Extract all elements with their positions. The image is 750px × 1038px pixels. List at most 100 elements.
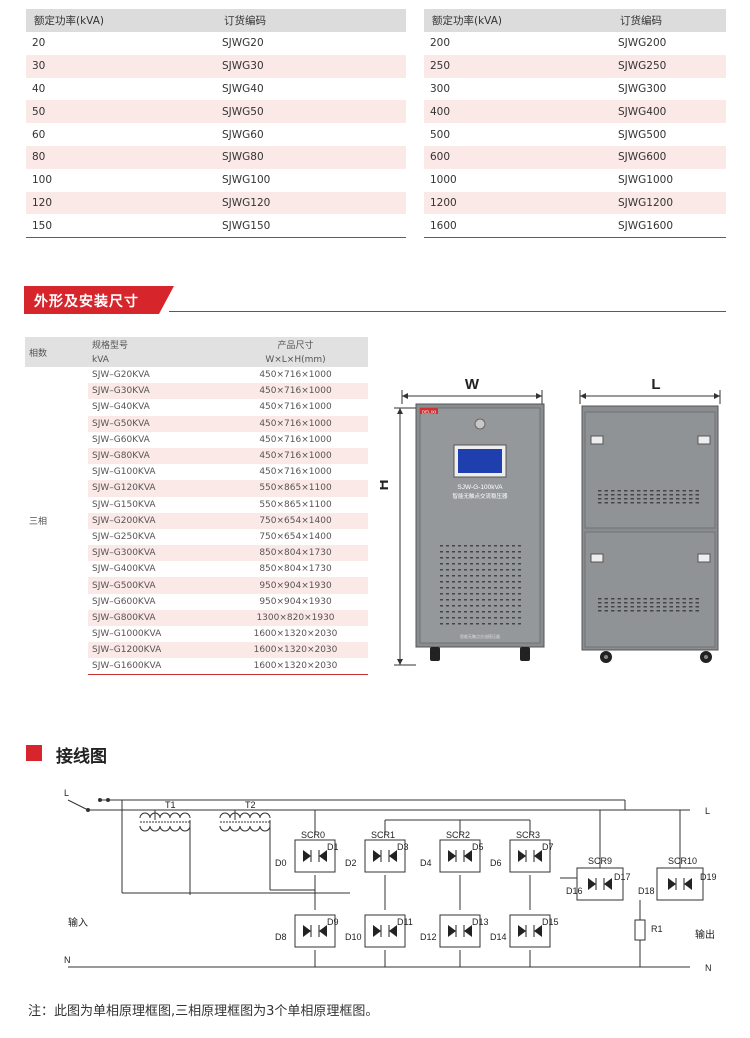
diode-label: D5 bbox=[472, 842, 484, 852]
input-label: 输入 bbox=[68, 916, 88, 929]
cell-size: 450×716×1000 bbox=[223, 415, 368, 432]
cell-model: SJW–G40KVA bbox=[88, 399, 223, 416]
cell-code: SJWG600 bbox=[612, 145, 726, 169]
column-header-power: 额定功率(kVA) bbox=[26, 9, 216, 32]
diode-label: D12 bbox=[420, 932, 437, 942]
wiring-diagram: T1 T2 SCR0D1D0D9D8SCR1D3D2D11D10SCR2D5D4… bbox=[64, 788, 717, 973]
cell-power: 20 bbox=[32, 37, 46, 50]
diode-label: D19 bbox=[700, 872, 717, 882]
cabinet-drawing: W H DELIXI SJW-G-100kVA 智能无触点交流稳压器 智能无触点… bbox=[380, 376, 721, 666]
thyristor-module bbox=[294, 839, 336, 873]
diode-label: D6 bbox=[490, 858, 502, 868]
cell-size: 450×716×1000 bbox=[223, 431, 368, 448]
column-header-size: 产品尺寸 bbox=[223, 337, 368, 352]
handle-icon bbox=[697, 553, 711, 563]
caster-wheel-icon bbox=[520, 647, 530, 661]
cell-model: SJW–G1000KVA bbox=[88, 626, 223, 643]
cell-size: 950×904×1930 bbox=[223, 593, 368, 610]
l-output-label: L bbox=[705, 806, 710, 816]
cell-power: 1000 bbox=[430, 174, 457, 187]
scr-label: SCR1 bbox=[371, 830, 395, 840]
section-bullet-icon bbox=[26, 745, 42, 761]
table-header-row: kVA W×L×H(mm) bbox=[25, 352, 368, 367]
diode-label: D7 bbox=[542, 842, 554, 852]
section-header-tab bbox=[24, 286, 174, 314]
table-header-row: 额定功率(kVA) 订货编码 bbox=[424, 9, 726, 32]
cell-model: SJW–G500KVA bbox=[88, 577, 223, 594]
l-input-label: L bbox=[64, 788, 69, 798]
cell-phase: 三相 bbox=[25, 367, 88, 675]
diode-label: D14 bbox=[490, 932, 507, 942]
transformer-label-t2: T2 bbox=[245, 800, 256, 810]
cell-code: SJWG300 bbox=[618, 82, 667, 95]
cell-size: 450×716×1000 bbox=[223, 367, 368, 384]
cell-model: SJW–G120KVA bbox=[88, 480, 223, 497]
brand-logo: DELIXI bbox=[422, 410, 436, 415]
thyristor-module bbox=[509, 839, 551, 873]
diode-label: D3 bbox=[397, 842, 409, 852]
diode-label: D4 bbox=[420, 858, 432, 868]
scr-label: SCR3 bbox=[516, 830, 540, 840]
handle-icon bbox=[590, 553, 604, 563]
thyristor-module bbox=[364, 914, 406, 948]
cell-code: SJWG1000 bbox=[618, 174, 674, 187]
cell-size: 550×865×1100 bbox=[223, 480, 368, 497]
n-input-label: N bbox=[64, 955, 71, 965]
width-label: W bbox=[465, 376, 480, 393]
caster-wheel-icon bbox=[430, 647, 440, 661]
section-title: 接线图 bbox=[56, 747, 107, 767]
cell-power: 250 bbox=[424, 54, 612, 78]
cell-power: 40 bbox=[32, 82, 46, 95]
cell-power: 50 bbox=[26, 100, 216, 124]
cell-model: SJW–G300KVA bbox=[88, 545, 223, 562]
cell-power: 120 bbox=[26, 191, 216, 215]
cell-code: SJWG120 bbox=[216, 191, 406, 215]
cell-power: 150 bbox=[26, 214, 216, 238]
handle-icon bbox=[697, 435, 711, 445]
handle-icon bbox=[590, 435, 604, 445]
cell-model: SJW–G400KVA bbox=[88, 561, 223, 578]
resistor-icon bbox=[634, 919, 646, 941]
height-label: H bbox=[380, 480, 392, 491]
diode-label: D2 bbox=[345, 858, 357, 868]
diode-label: D9 bbox=[327, 917, 339, 927]
diode-label: D15 bbox=[542, 917, 559, 927]
cell-code: SJWG80 bbox=[216, 145, 406, 169]
cell-code: SJWG200 bbox=[618, 37, 667, 50]
n-output-label: N bbox=[705, 963, 712, 973]
cell-model: SJW–G800KVA bbox=[88, 609, 223, 626]
cell-size: 850×804×1730 bbox=[223, 545, 368, 562]
thyristor-module bbox=[656, 867, 704, 901]
cell-code: SJWG30 bbox=[216, 54, 406, 78]
thyristor-module bbox=[509, 914, 551, 948]
output-label: 输出 bbox=[695, 928, 715, 941]
scr-label: SCR2 bbox=[446, 830, 470, 840]
cell-size: 450×716×1000 bbox=[223, 383, 368, 400]
resistor-label: R1 bbox=[651, 924, 663, 934]
cell-model: SJW–G250KVA bbox=[88, 528, 223, 546]
cell-power: 30 bbox=[26, 54, 216, 78]
cell-model: SJW–G20KVA bbox=[88, 367, 223, 384]
table-header-row: 相数 规格型号 产品尺寸 bbox=[25, 337, 368, 367]
cell-model: SJW–G80KVA bbox=[88, 447, 223, 465]
diode-label: D18 bbox=[638, 886, 655, 896]
diode-label: D8 bbox=[275, 932, 287, 942]
cell-model: SJW–G150KVA bbox=[88, 496, 223, 513]
